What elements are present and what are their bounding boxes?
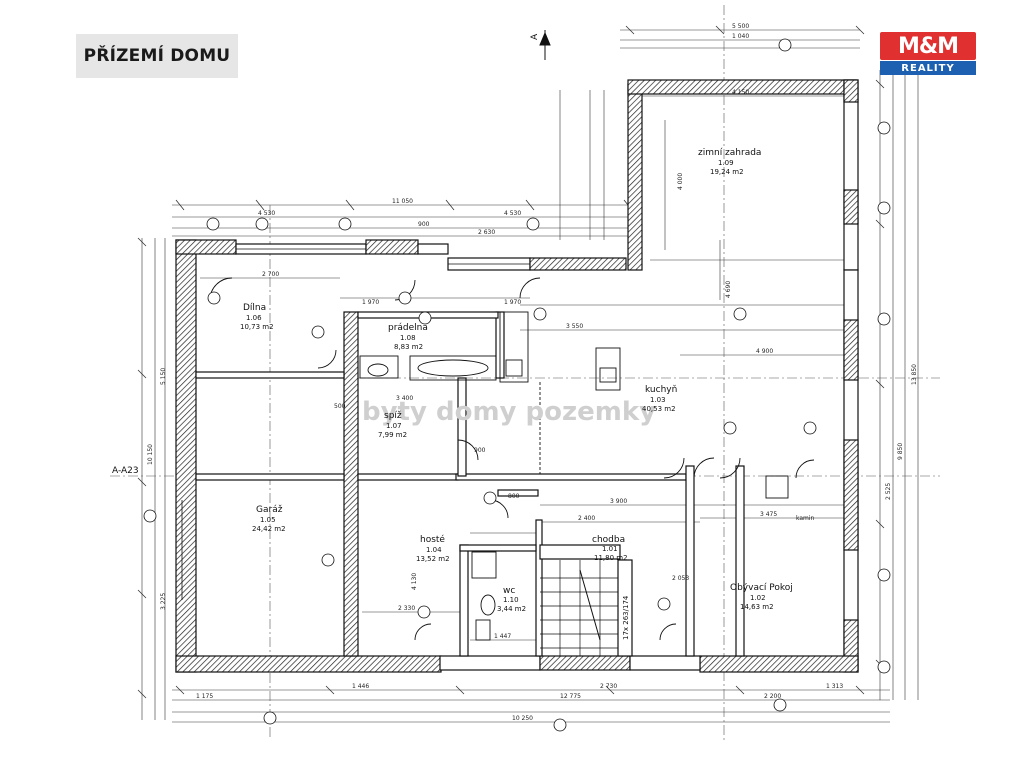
dim-bottom-a: 1 175 [196, 693, 213, 700]
room-name: Garáž [256, 505, 283, 515]
room-chodba: chodba 1.01 11,80 m2 [592, 535, 628, 562]
dim-4130: 4 130 [411, 573, 418, 590]
dim-top-b: 4 530 [504, 210, 521, 217]
floor-title: PŘÍZEMÍ DOMU [83, 46, 231, 66]
logo-bottom: REALITY [880, 61, 976, 75]
room-dilna: Dílna 1.06 10,73 m2 [240, 303, 274, 331]
room-wc: wc 1.10 3,44 m2 [497, 586, 526, 613]
room-code: 1.04 [426, 546, 442, 554]
room-pradelna: prádelna 1.08 8,83 m2 [388, 323, 428, 351]
room-area: 8,83 m2 [394, 343, 423, 351]
dim-right-top: 5 500 [732, 23, 749, 30]
dim-right-b: 4 150 [732, 89, 749, 96]
room-name: Obývací Pokoj [730, 583, 793, 593]
dim-4900: 4 900 [756, 348, 773, 355]
dim-left-b: 5 150 [160, 368, 167, 385]
dim-bottom-e: 2 200 [764, 693, 781, 700]
room-name: prádelna [388, 323, 428, 333]
dim-3475: 3 475 [760, 511, 777, 518]
dim-2700: 2 700 [262, 271, 279, 278]
dim-500: 500 [334, 403, 346, 410]
dim-3900: 3 900 [610, 498, 627, 505]
dim-right-v1: 9 850 [897, 443, 904, 460]
dimension-texts: 11 050 4 530 4 530 2 630 900 5 500 1 040… [147, 23, 918, 722]
dim-top-c: 2 630 [478, 229, 495, 236]
dim-3550: 3 550 [566, 323, 583, 330]
dim-left-c: 3 225 [160, 593, 167, 610]
dim-2330: 2 330 [398, 605, 415, 612]
dim-kamin: kamin [796, 515, 815, 522]
room-code: 1.09 [718, 159, 734, 167]
room-code: 1.01 [602, 545, 618, 553]
room-area: 3,44 m2 [497, 605, 526, 613]
room-name: Dílna [243, 303, 266, 313]
dim-bottom-b: 1 446 [352, 683, 369, 690]
section-mark-top: A [530, 33, 540, 40]
dim-right-v2: 13 850 [911, 364, 918, 385]
dim-1970b: 1 970 [504, 299, 521, 306]
room-obyvaci-pokoj: Obývací Pokoj 1.02 14,63 m2 [730, 583, 793, 611]
room-code: 1.08 [400, 334, 416, 342]
logo-top: M&M [880, 32, 976, 60]
dim-bottom-total: 12 775 [560, 693, 581, 700]
room-area: 13,52 m2 [416, 555, 450, 563]
room-code: 1.02 [750, 594, 766, 602]
dim-1447: 1 447 [494, 633, 511, 640]
room-code: 1.05 [260, 516, 276, 524]
room-code: 1.06 [246, 314, 262, 322]
dim-top-a: 4 530 [258, 210, 275, 217]
dim-2400: 2 400 [578, 515, 595, 522]
dim-right-a: 1 040 [732, 33, 749, 40]
room-hoste: hosté 1.04 13,52 m2 [416, 534, 450, 563]
dim-4690: 4 690 [725, 281, 732, 298]
logo-bottom-text: REALITY [901, 62, 955, 74]
mm-reality-logo: M&M REALITY [880, 32, 976, 76]
dimension-lines [137, 25, 919, 723]
dim-bottom-total2: 10 250 [512, 715, 533, 722]
room-name: kuchyň [645, 384, 677, 395]
room-area: 40,53 m2 [642, 405, 676, 413]
floor-title-badge: PŘÍZEMÍ DOMU [76, 34, 238, 78]
section-marker-label: A-A23 [112, 466, 139, 476]
dim-bottom-c: 2 730 [600, 683, 617, 690]
dim-3400: 3 400 [396, 395, 413, 402]
dim-800: 800 [508, 493, 520, 500]
dim-1970a: 1 970 [362, 299, 379, 306]
room-name: hosté [420, 534, 445, 545]
dim-2053: 2 053 [672, 575, 689, 582]
room-kuchyn: kuchyň 1.03 40,53 m2 [642, 384, 677, 413]
room-area: 11,80 m2 [594, 554, 628, 562]
logo-top-text: M&M [898, 33, 959, 59]
dim-left-a: 10 150 [147, 444, 154, 465]
dim-right-v3: 2 525 [885, 483, 892, 500]
section-marker-a [539, 30, 551, 60]
room-name: zimní zahrada [698, 148, 761, 158]
room-code: 1.03 [650, 396, 666, 404]
room-zimni-zahrada: zimní zahrada 1.09 19,24 m2 [698, 148, 761, 176]
watermark: byty domy pozemky [362, 397, 656, 427]
dim-4000: 4 000 [677, 173, 684, 190]
dim-bottom-d: 1 313 [826, 683, 843, 690]
dim-900: 900 [474, 447, 486, 454]
dim-top-total: 11 050 [392, 198, 413, 205]
room-code: 1.10 [503, 596, 519, 604]
dim-top-d: 900 [418, 221, 430, 228]
room-area: 24,42 m2 [252, 525, 286, 533]
room-area: 19,24 m2 [710, 168, 744, 176]
room-name: wc [503, 586, 515, 596]
room-garaz: Garáž 1.05 24,42 m2 [252, 505, 286, 533]
axis-markers [143, 38, 891, 732]
fixtures [209, 277, 815, 656]
room-area: 10,73 m2 [240, 323, 274, 331]
room-area: 14,63 m2 [740, 603, 774, 611]
room-name: chodba [592, 535, 625, 545]
room-name: spíž [384, 411, 402, 421]
room-area: 7,99 m2 [378, 431, 407, 439]
stair-note: 17x 263/174 [622, 595, 630, 640]
room-spiz: spíž 1.07 7,99 m2 [378, 411, 407, 439]
room-code: 1.07 [386, 422, 402, 430]
